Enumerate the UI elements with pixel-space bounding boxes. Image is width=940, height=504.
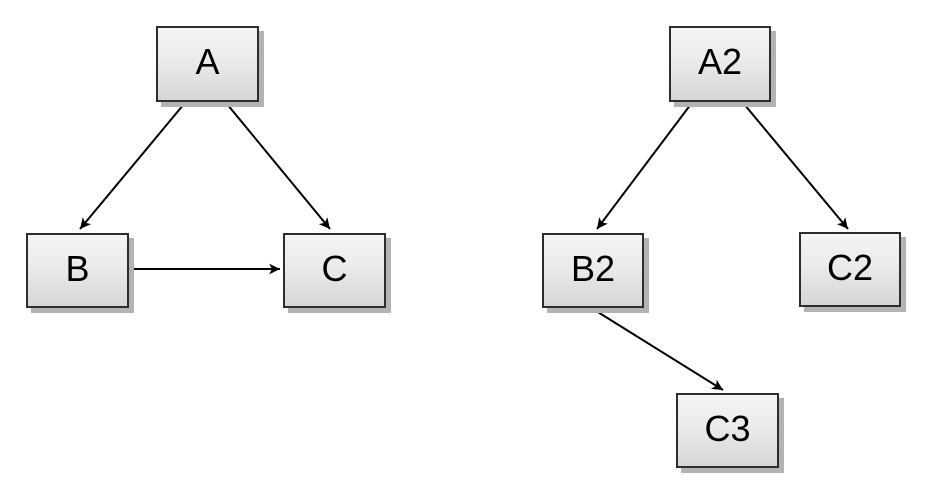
edge-B2-C3[interactable] xyxy=(592,308,724,391)
node-label: C xyxy=(321,247,348,289)
node-label: C3 xyxy=(704,407,751,449)
node-C2[interactable]: C2 xyxy=(799,232,901,307)
edge-A-B[interactable] xyxy=(79,103,185,230)
node-label: A xyxy=(195,41,220,82)
node-B[interactable]: B xyxy=(26,233,129,308)
node-label: A2 xyxy=(697,41,743,82)
edge-A2-C2[interactable] xyxy=(743,103,849,230)
node-A[interactable]: A xyxy=(156,26,259,102)
edge-A-C[interactable] xyxy=(226,103,331,230)
node-C3[interactable]: C3 xyxy=(676,393,779,468)
node-label: B2 xyxy=(570,247,616,289)
node-B2[interactable]: B2 xyxy=(542,233,644,308)
edge-A2-B2[interactable] xyxy=(596,103,692,230)
node-label: B xyxy=(65,247,90,289)
node-label: C2 xyxy=(826,246,874,288)
node-A2[interactable]: A2 xyxy=(669,26,771,102)
node-C[interactable]: C xyxy=(283,233,386,308)
